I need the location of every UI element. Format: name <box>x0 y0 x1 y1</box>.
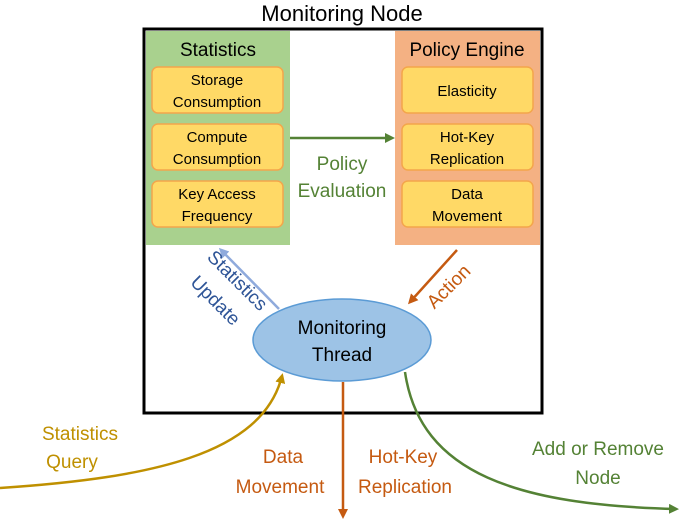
policy-item-elasticity: Elasticity <box>401 66 534 114</box>
hot-key-replication-label: Replication <box>358 477 452 498</box>
statistics-update-arrow <box>218 247 280 310</box>
add-remove-node-label: Node <box>575 468 620 489</box>
stat-item-key-access: Key Access Frequency <box>151 180 284 228</box>
monitoring-thread: Monitoring Thread <box>252 298 432 382</box>
statistics-query-label: Statistics <box>42 424 118 445</box>
stat-item-line: Key Access <box>178 186 256 203</box>
diagram-title: Monitoring Node <box>261 1 422 26</box>
policy-item-line: Data <box>451 186 483 203</box>
statistics-heading: Statistics <box>180 40 256 61</box>
hot-key-replication-label: Hot-Key <box>369 447 438 468</box>
stat-item-compute: Compute Consumption <box>151 123 284 171</box>
policy-item-line: Hot-Key <box>440 129 495 146</box>
data-movement-label: Data <box>263 447 304 468</box>
data-movement-label: Movement <box>236 477 325 498</box>
action-arrow <box>407 249 458 305</box>
policy-item-line: Movement <box>432 208 503 225</box>
policy-item-line: Elasticity <box>437 83 497 100</box>
monitoring-thread-line: Monitoring <box>298 318 387 339</box>
policy-engine-heading: Policy Engine <box>409 40 524 61</box>
policy-item-line: Replication <box>430 151 504 168</box>
add-remove-node-label: Add or Remove <box>532 439 664 460</box>
policy-evaluation-label: Evaluation <box>298 181 387 202</box>
stat-item-line: Consumption <box>173 94 261 111</box>
stat-item-storage: Storage Consumption <box>151 66 284 114</box>
statistics-query-label: Query <box>46 452 98 473</box>
monitoring-thread-line: Thread <box>312 345 372 366</box>
stat-item-line: Compute <box>187 129 248 146</box>
statistics-query-arrow <box>0 373 286 490</box>
statistics-panel: Statistics Storage Consumption Compute C… <box>146 31 290 245</box>
policy-item-data-movement: Data Movement <box>401 180 534 228</box>
stat-item-line: Storage <box>191 72 244 89</box>
stat-item-line: Frequency <box>182 208 253 225</box>
policy-evaluation-label: Policy <box>317 154 368 175</box>
add-remove-node-arrow <box>403 371 679 514</box>
policy-item-hot-key: Hot-Key Replication <box>401 123 534 171</box>
stat-item-line: Consumption <box>173 151 261 168</box>
policy-engine-panel: Policy Engine Elasticity Hot-Key Replica… <box>395 31 540 245</box>
